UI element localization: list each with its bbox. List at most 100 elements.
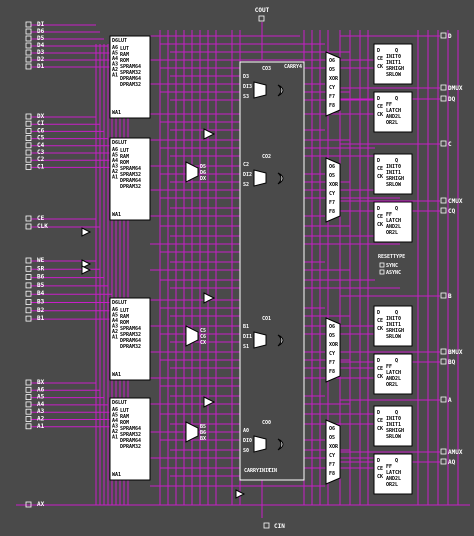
lut-pin: A2 — [112, 429, 118, 435]
buffer — [203, 292, 216, 304]
pin-square — [25, 120, 32, 127]
xor-gate — [277, 438, 284, 451]
ff-block — [373, 153, 413, 195]
pin-square — [440, 292, 447, 299]
lut-mode: SPRAM32 — [120, 432, 141, 438]
ff-pin: Q — [395, 206, 398, 212]
pin-square — [25, 501, 32, 508]
ff-pin: D — [377, 206, 380, 212]
output-mux — [325, 51, 341, 117]
lut-mode: DPRAM32 — [120, 344, 141, 350]
lut-pin: A3 — [112, 424, 118, 430]
ff-pin: Q — [395, 458, 398, 464]
inverter — [81, 265, 92, 275]
pin-square — [440, 207, 447, 214]
pin-square — [25, 163, 32, 170]
ff-pin: CK — [377, 222, 383, 228]
left-pin-a3: A3 — [37, 408, 45, 415]
lut-mode: LUT — [120, 408, 129, 414]
pin-square — [258, 15, 265, 22]
lut-mode: DPRAM32 — [120, 184, 141, 190]
left-pin-d6: D6 — [37, 28, 45, 35]
ff-mode: OR2L — [386, 120, 398, 126]
lut-mode: DPRAM64 — [120, 338, 141, 344]
lut-mode: ROM — [120, 160, 129, 166]
xor-gate — [277, 334, 284, 347]
mux-label: D5 — [200, 164, 206, 170]
pin-square — [25, 127, 32, 134]
left-pin-ci: CI — [37, 120, 45, 127]
ff-pin: Q — [395, 310, 398, 316]
output-mux — [325, 317, 341, 383]
outmux-label: F7 — [329, 462, 335, 468]
ff-pin: Q — [395, 358, 398, 364]
lut-mode: DPRAM64 — [120, 76, 141, 82]
left-pin-sr: SR — [37, 265, 45, 272]
pin-square — [440, 84, 447, 91]
outmux-label: O5 — [329, 67, 335, 73]
carry-s: S0 — [243, 448, 249, 454]
lut-mode: ROM — [120, 320, 129, 326]
ff-mode: SRHIGH — [386, 428, 404, 434]
carry-mux — [253, 81, 267, 99]
lut-pin: A3 — [112, 62, 118, 68]
mux-label: C5 — [200, 328, 206, 334]
carry-sel: A0 — [243, 428, 249, 434]
ff-mode: INIT0 — [386, 54, 401, 60]
carry-sel: B1 — [243, 324, 249, 330]
left-pin-c1: C1 — [37, 163, 45, 170]
lut-block — [109, 35, 151, 119]
ff-pin: CE — [377, 166, 383, 172]
ff-mode: SRLOW — [386, 182, 402, 188]
carry-di: DI1 — [243, 334, 252, 340]
lut-pin: WA1 — [112, 110, 121, 116]
pin-square — [25, 408, 32, 415]
ff-mode: FF — [386, 464, 392, 470]
lut-mode: RAM — [120, 52, 129, 58]
right-pin-cq: CQ — [448, 208, 456, 215]
carry-s: S1 — [243, 344, 249, 350]
ff-mode: LATCH — [386, 218, 401, 224]
lut-pin: A3 — [112, 324, 118, 330]
pin-square — [25, 49, 32, 56]
outmux-label: CY — [329, 191, 335, 197]
outmux-label: F8 — [329, 209, 335, 215]
lut-block — [109, 297, 151, 381]
pin-square — [440, 32, 447, 39]
pin-square — [25, 401, 32, 408]
pin-square — [25, 142, 32, 149]
ff-pin: CK — [377, 174, 383, 180]
ff-mode: LATCH — [386, 470, 401, 476]
lut-pin: WA1 — [112, 472, 121, 478]
mux-label: B6 — [200, 430, 206, 436]
xor-gate — [277, 172, 284, 185]
lut-mode: SPRAM32 — [120, 70, 141, 76]
ff-pin: D — [377, 158, 380, 164]
ff-pin: D — [377, 96, 380, 102]
pin-square — [25, 290, 32, 297]
outmux-label: O6 — [329, 426, 335, 432]
right-pin-b: B — [448, 293, 452, 300]
pin-square — [25, 394, 32, 401]
lut-mode: DPRAM64 — [120, 438, 141, 444]
outmux-label: F8 — [329, 471, 335, 477]
pin-square — [440, 348, 447, 355]
outmux-label: F8 — [329, 103, 335, 109]
lut-mode: LUT — [120, 308, 129, 314]
f-mux — [185, 161, 199, 183]
ff-mode: FF — [386, 212, 392, 218]
lut-mode: SPRAM64 — [120, 166, 141, 172]
ff-mode: OR2L — [386, 382, 398, 388]
pin-square — [25, 63, 32, 70]
lut-mode: ROM — [120, 420, 129, 426]
right-pin-a: A — [448, 397, 452, 404]
right-pin-cmux: CMUX — [448, 198, 463, 205]
ff-mode: AND2L — [386, 224, 401, 230]
outmux-label: O5 — [329, 333, 335, 339]
lut-mode: LUT — [120, 46, 129, 52]
left-pin-c4: C4 — [37, 142, 45, 149]
right-pin-bmux: BMUX — [448, 349, 463, 356]
ff-pin: Q — [395, 96, 398, 102]
left-pin-ce: CE — [37, 215, 45, 222]
ff-pin: Q — [395, 48, 398, 54]
